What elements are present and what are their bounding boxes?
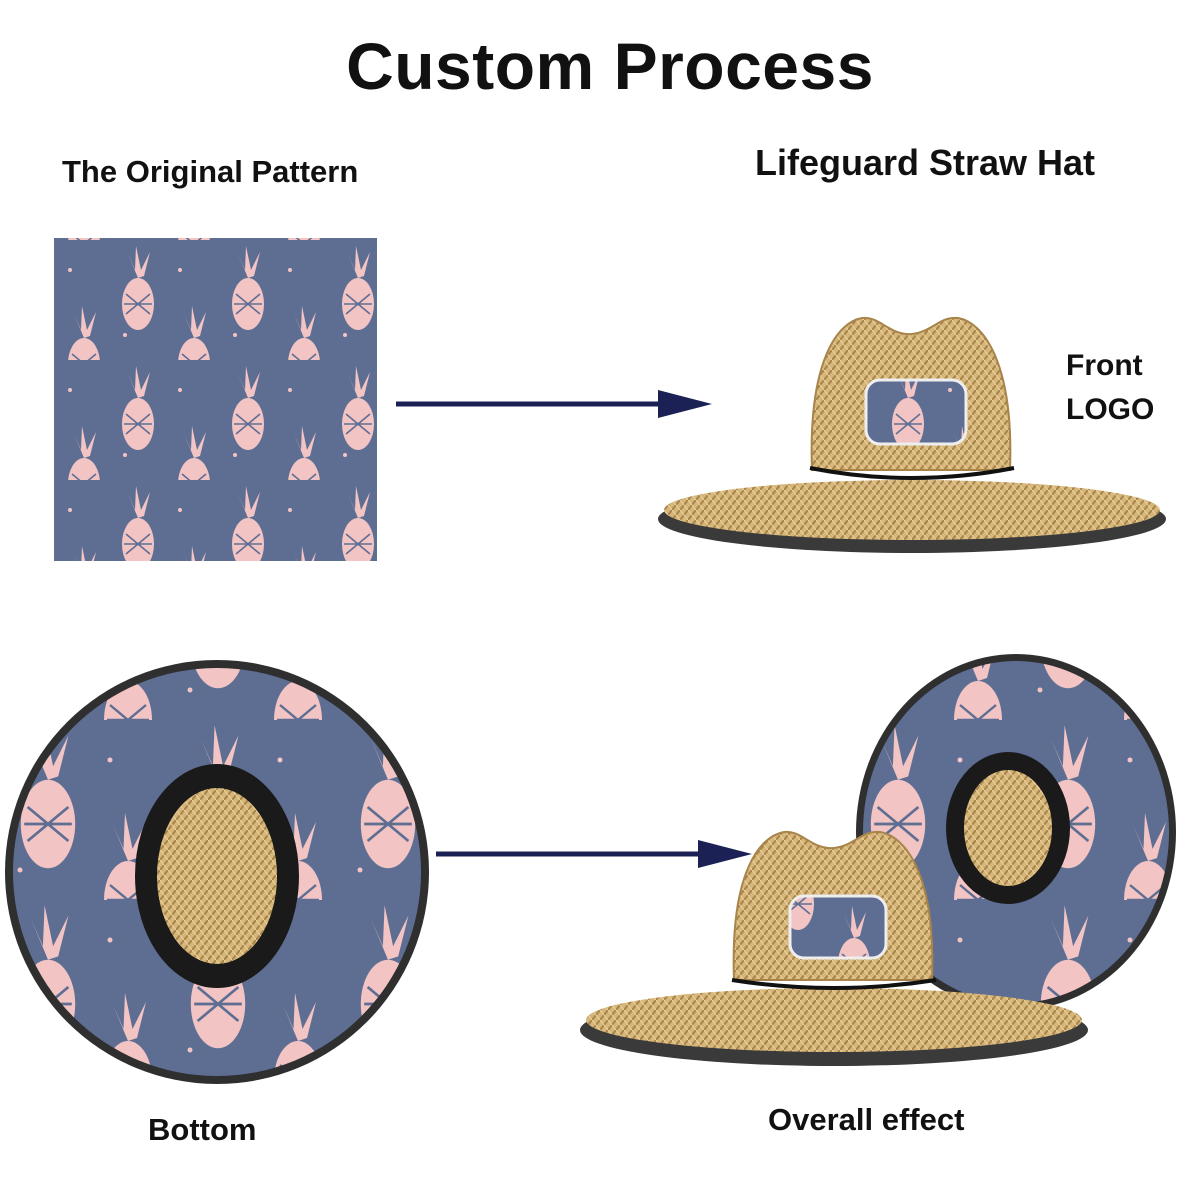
logo-label: LOGO xyxy=(1066,393,1155,426)
bottom-label: Bottom xyxy=(148,1112,257,1147)
bottom-view-image xyxy=(5,660,429,1084)
front-logo-label: Front LOGO xyxy=(1066,344,1154,432)
overall-effect-label: Overall effect xyxy=(768,1102,965,1137)
front-logo-patch xyxy=(864,378,968,446)
front-label: Front xyxy=(1066,349,1143,382)
original-pattern-swatch xyxy=(54,238,377,561)
page-title: Custom Process xyxy=(346,29,874,103)
front-hat-image xyxy=(658,316,1166,553)
original-pattern-label: The Original Pattern xyxy=(62,154,359,189)
arrow-bottom xyxy=(436,840,752,868)
overall-effect-image xyxy=(580,654,1176,1066)
hat-name-label: Lifeguard Straw Hat xyxy=(755,142,1096,183)
arrow-top xyxy=(396,390,712,418)
